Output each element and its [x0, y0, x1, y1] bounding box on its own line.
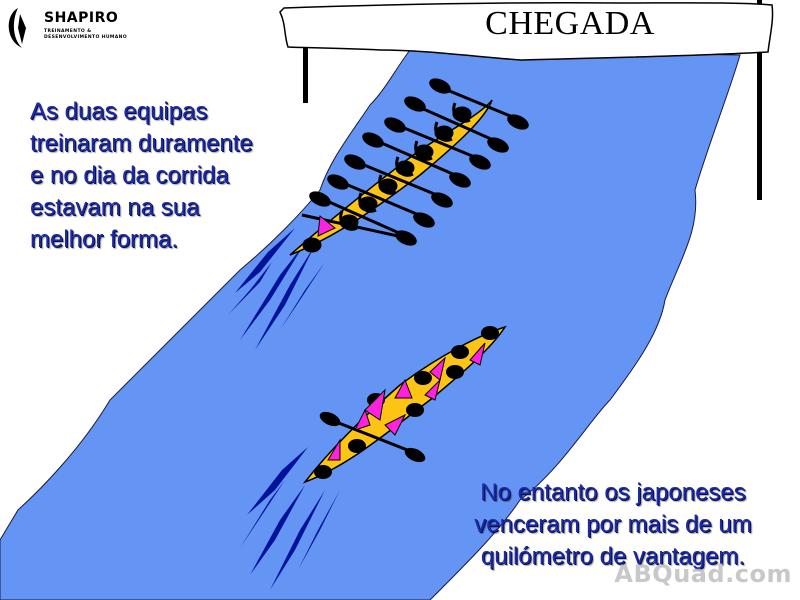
caption-bottom-line: No entanto os japoneses: [480, 479, 746, 506]
caption-top-line: e no dia da corrida: [30, 162, 229, 189]
watermark: ABQuad.com: [614, 560, 792, 588]
logo-subtitle-1: TREINAMENTO &: [44, 29, 92, 34]
logo-subtitle-2: DESENVOLVIMENTO HUMANO: [44, 35, 128, 40]
caption-bottom-line: quilómetro de vantagem.: [480, 543, 746, 570]
caption-top: As duas equipas treinaram duramente e no…: [30, 96, 300, 256]
boat-top: [289, 78, 529, 256]
caption-bottom: No entanto os japoneses venceram por mai…: [448, 477, 778, 573]
caption-top-line: estavam na sua: [30, 194, 200, 221]
caption-top-line: melhor forma.: [30, 226, 179, 253]
caption-top-line: treinaram duramente: [30, 130, 253, 157]
coxswain-top: [317, 215, 336, 237]
banner-title: CHEGADA: [485, 5, 655, 42]
finish-banner: [279, 1, 774, 61]
logo-mark: [8, 8, 26, 48]
river: [0, 49, 741, 600]
finish-post-right: [757, 0, 762, 200]
logo-title: SHAPIRO: [44, 10, 119, 26]
caption-top-line: As duas equipas: [30, 98, 208, 125]
caption-bottom-line: venceram por mais de um: [474, 511, 752, 538]
finish-post-left: [303, 8, 308, 103]
boat-bottom: [302, 325, 507, 484]
shapiro-logo: SHAPIRO TREINAMENTO & DESENVOLVIMENTO HU…: [4, 4, 154, 50]
wake-bottom: [240, 447, 340, 590]
wake-top: [228, 228, 325, 350]
